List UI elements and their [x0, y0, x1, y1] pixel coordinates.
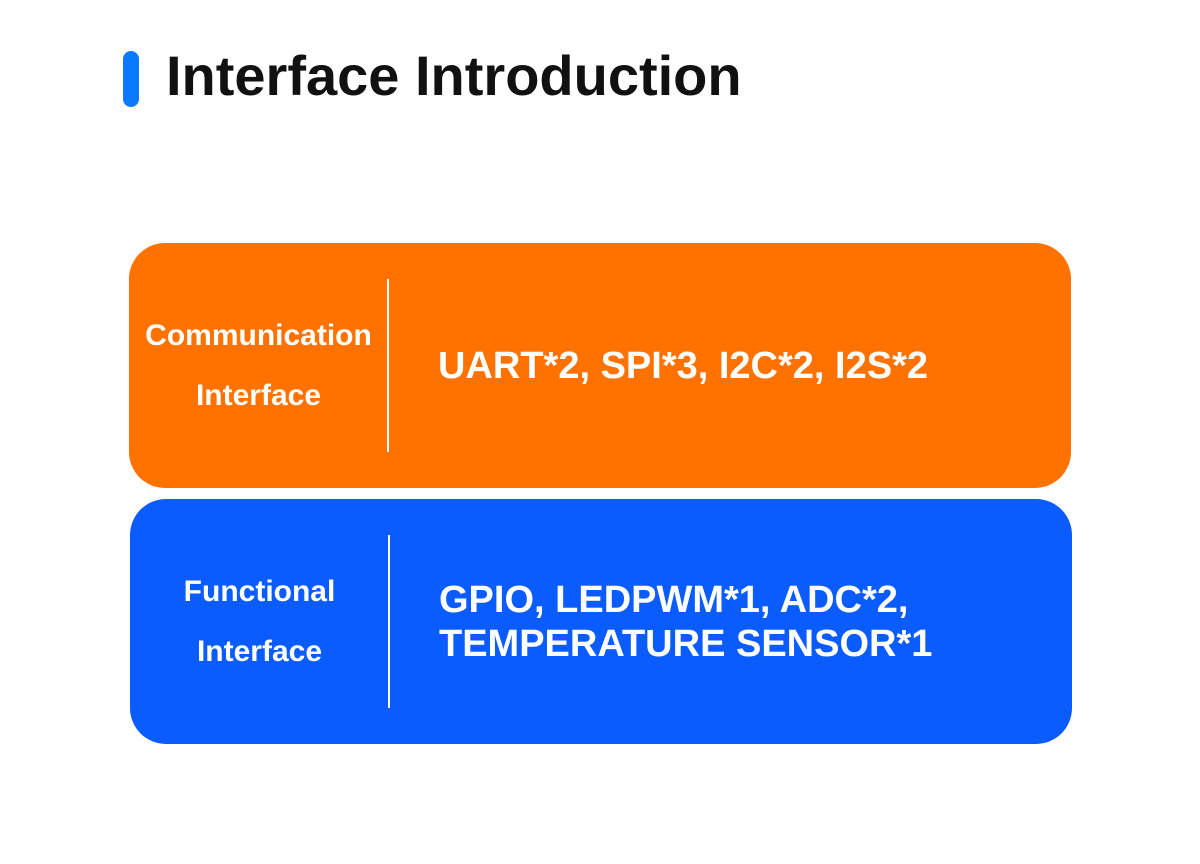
functional-interface-value: GPIO, LEDPWM*1, ADC*2, TEMPERATURE SENSO… — [439, 499, 1052, 744]
functional-interface-label: Functional Interface — [130, 499, 389, 744]
card-value-line: UART*2, SPI*3, I2C*2, I2S*2 — [438, 344, 928, 387]
card-label-line: Functional — [183, 574, 336, 608]
communication-interface-label: Communication Interface — [129, 243, 388, 488]
communication-interface-value: UART*2, SPI*3, I2C*2, I2S*2 — [438, 243, 1051, 488]
communication-interface-card: Communication Interface UART*2, SPI*3, I… — [129, 243, 1071, 488]
page-title: Interface Introduction — [166, 44, 742, 107]
card-label-line: Interface — [195, 378, 322, 412]
card-label-line: Communication — [145, 318, 372, 352]
card-value-line: TEMPERATURE SENSOR*1 — [439, 622, 933, 665]
functional-interface-card: Functional Interface GPIO, LEDPWM*1, ADC… — [130, 499, 1072, 744]
card-divider — [388, 535, 390, 708]
title-accent-bar — [123, 51, 139, 107]
card-value-line: GPIO, LEDPWM*1, ADC*2, — [439, 578, 909, 621]
card-label-line: Interface — [196, 634, 323, 668]
card-divider — [387, 279, 389, 452]
